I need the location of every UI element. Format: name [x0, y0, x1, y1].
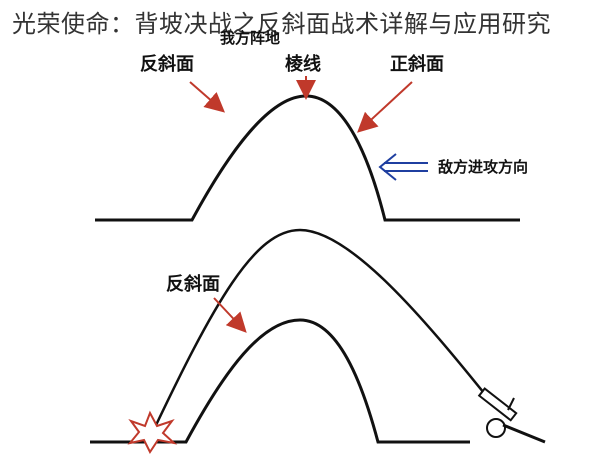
- top-reverse-slope-arrow: [189, 81, 226, 113]
- mortar-icon: [477, 387, 546, 444]
- page-title: 光荣使命：背坡决战之反斜面战术详解与应用研究: [12, 10, 551, 38]
- forward-slope-label: 正斜面: [390, 53, 444, 75]
- forward-slope-arrow: [357, 81, 413, 133]
- bottom-diagram: 反斜面: [90, 228, 546, 454]
- bottom-hill-outline: [90, 318, 470, 444]
- top-diagram: 我方阵地 反斜面 棱线 正斜面 敌方进攻方向: [95, 29, 528, 222]
- enemy-direction-arrow: [378, 153, 428, 181]
- outer-trajectory-arc: [146, 228, 489, 443]
- enemy-direction-label: 敌方进攻方向: [438, 158, 528, 176]
- top-position-label: 我方阵地: [220, 29, 280, 47]
- top-reverse-slope-label: 反斜面: [140, 53, 194, 75]
- explosion-icon: [127, 410, 178, 454]
- bottom-reverse-slope-arrow: [213, 297, 247, 333]
- bottom-reverse-slope-label: 反斜面: [166, 273, 220, 295]
- ridge-label: 棱线: [285, 53, 321, 75]
